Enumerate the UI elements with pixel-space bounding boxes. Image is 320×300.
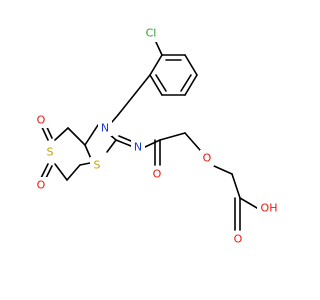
structure-canvas: Cl N N S S O O O xyxy=(34,26,281,247)
bond xyxy=(184,54,198,76)
acid-hydroxyl-text: OH xyxy=(261,202,278,215)
bond xyxy=(54,163,68,181)
ring-nitrogen-label: N xyxy=(98,120,112,136)
bond xyxy=(115,139,132,147)
bond xyxy=(149,74,163,96)
sulfone-oxygen-bottom-text: O xyxy=(37,179,46,192)
molecule-diagram: Cl N N S S O O O xyxy=(34,26,281,247)
bond xyxy=(106,139,117,153)
bond xyxy=(184,132,201,151)
acid-hydroxyl-label: OH xyxy=(257,200,281,216)
bond xyxy=(239,197,258,209)
acid-carbonyl-oxygen-text: O xyxy=(234,233,243,246)
chlorine-text: Cl xyxy=(146,27,157,40)
bond xyxy=(117,74,151,116)
ether-oxygen-text: O xyxy=(203,152,212,165)
bond xyxy=(54,127,69,141)
thiazolidine-sulfur-text: S xyxy=(94,159,101,172)
ether-oxygen-label: O xyxy=(200,150,214,166)
bonds xyxy=(40,39,258,231)
sulfone-oxygen-top-label: O xyxy=(34,112,48,128)
bond xyxy=(231,173,241,199)
sulfone-oxygen-top-text: O xyxy=(37,114,46,127)
acid-carbonyl-oxygen-label: O xyxy=(231,231,245,247)
amide-oxygen-label: O xyxy=(150,166,164,182)
bond xyxy=(84,124,99,146)
bond xyxy=(66,164,81,181)
chlorine-label: Cl xyxy=(140,26,164,42)
ring-nitrogen-text: N xyxy=(101,122,109,135)
imine-nitrogen-text: N xyxy=(134,141,142,154)
bond xyxy=(40,163,49,179)
bond xyxy=(67,127,86,146)
bond xyxy=(154,39,163,56)
bond xyxy=(118,135,132,142)
bond xyxy=(184,74,198,96)
imine-nitrogen-label: N xyxy=(131,139,145,155)
sulfone-oxygen-bottom-label: O xyxy=(34,177,48,193)
bond xyxy=(213,165,233,175)
thiazolidine-sulfur-label: S xyxy=(90,157,104,173)
bond xyxy=(159,132,186,141)
bond xyxy=(149,54,163,76)
sulfone-sulfur-label: S xyxy=(43,144,57,160)
atom-labels: Cl N N S S O O O xyxy=(34,26,281,247)
bond xyxy=(144,139,161,148)
bond xyxy=(111,114,119,123)
bond-inner xyxy=(180,74,192,92)
sulfone-sulfur-text: S xyxy=(47,146,54,159)
amide-oxygen-text: O xyxy=(153,168,162,181)
bond-inner xyxy=(155,74,167,92)
